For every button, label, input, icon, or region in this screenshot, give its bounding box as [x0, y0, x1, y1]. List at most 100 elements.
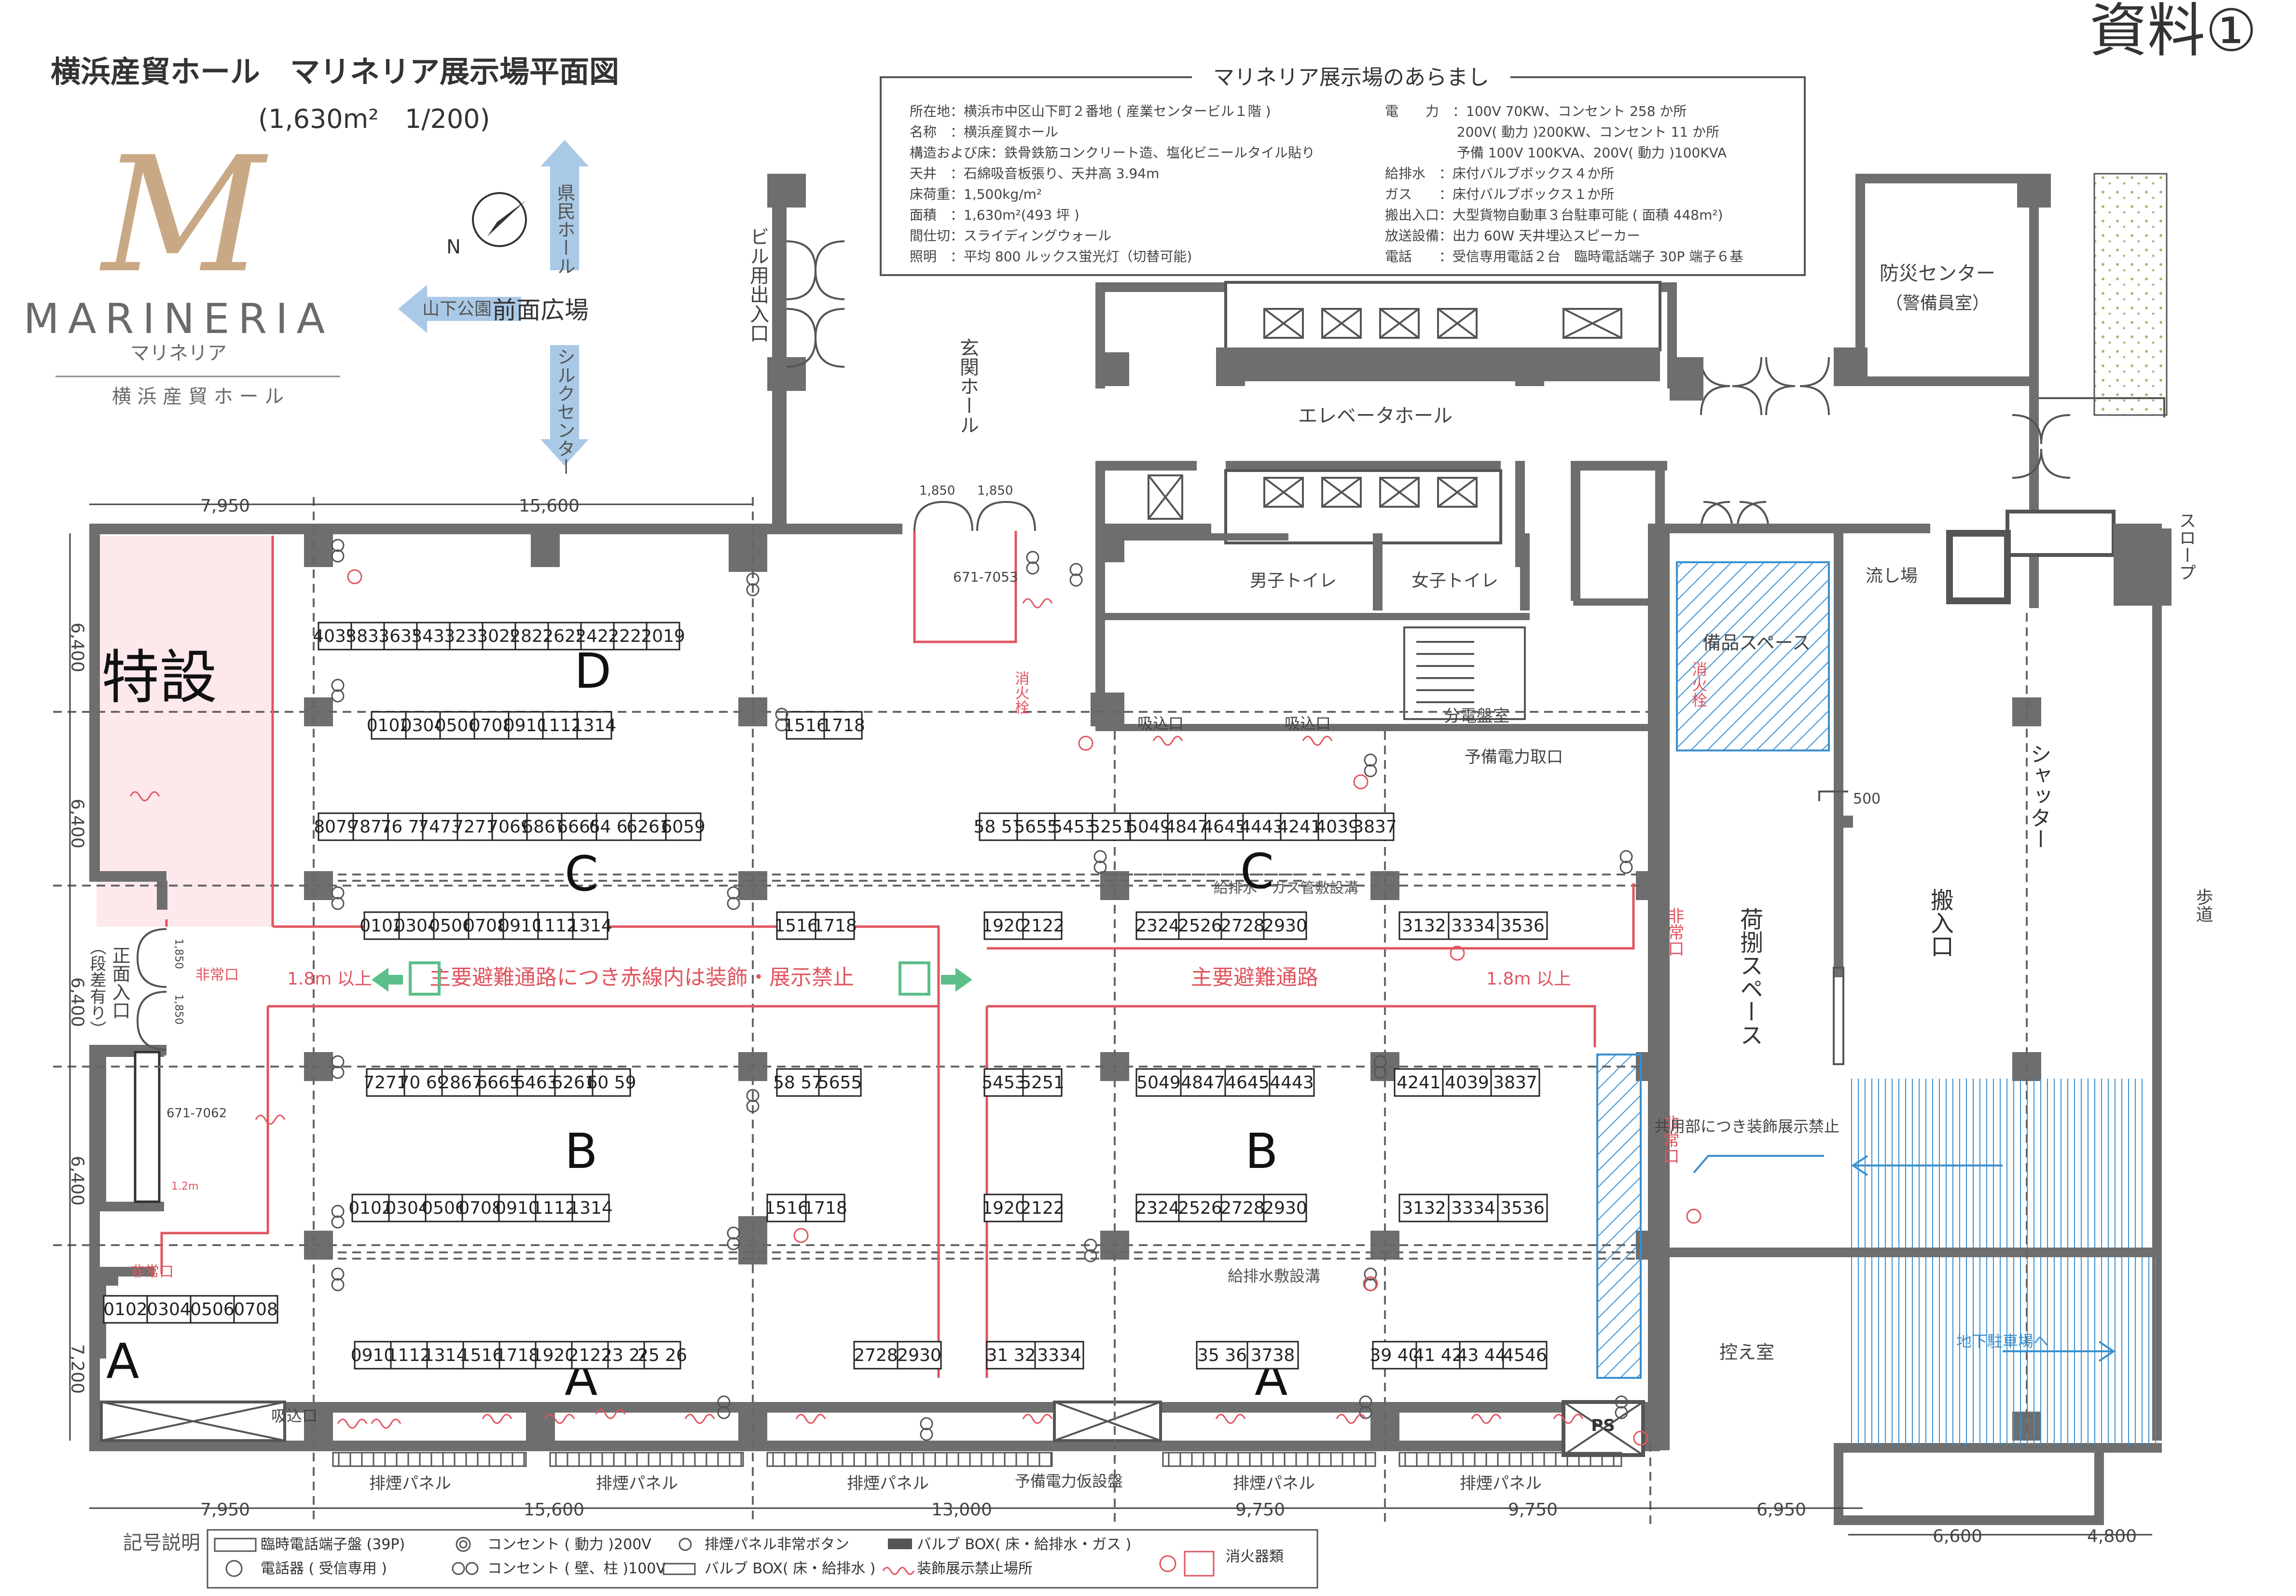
- svg-text:41 42: 41 42: [1413, 1346, 1463, 1365]
- booth: 4645: [1224, 1068, 1271, 1097]
- label-bunden-room: 吸込口: [1137, 714, 1184, 733]
- svg-text:2625: 2625: [542, 626, 587, 646]
- page-subtitle: (1,630m² 1/200): [258, 104, 490, 134]
- booth: 0910: [504, 711, 548, 740]
- booth: 1718: [496, 1341, 539, 1370]
- svg-text:3837: 3837: [346, 626, 390, 646]
- label-chika: 地下駐車場へ: [1956, 1332, 2049, 1350]
- booth: 2221: [608, 622, 652, 651]
- booth: 1718: [821, 711, 865, 740]
- label-womens-toilet: 女子トイレ: [1411, 571, 1498, 591]
- svg-text:3433: 3433: [411, 626, 456, 646]
- booth: 6665: [557, 812, 601, 841]
- booth: 0708: [458, 1194, 503, 1222]
- booth: 4443: [1240, 812, 1284, 841]
- label-hijo-4: 非常口: [1660, 1115, 1679, 1164]
- svg-text:B: B: [565, 1123, 598, 1180]
- label-haien-1: 排煙パネル: [369, 1474, 451, 1493]
- label-over-2: 1.8m 以上: [1486, 969, 1571, 989]
- label-genkan: 玄関ホール: [956, 338, 979, 434]
- svg-text:2423: 2423: [575, 626, 620, 646]
- booth: 3536: [1497, 1194, 1548, 1222]
- dimension-label: 7,950: [200, 496, 250, 516]
- booth: 4443: [1269, 1068, 1315, 1097]
- svg-text:58 57: 58 57: [973, 817, 1023, 837]
- booth: 58 57: [973, 812, 1024, 841]
- booth: 2324: [1135, 911, 1180, 940]
- booth: 0506: [429, 911, 473, 940]
- summary-right-line: 給排水 ：床付バルブボックス４か所: [1385, 166, 1614, 181]
- label-bosai: 防災センター: [1880, 263, 1995, 285]
- dimension-label: 4,800: [2087, 1527, 2137, 1546]
- svg-text:0304: 0304: [401, 716, 445, 736]
- svg-text:N: N: [446, 236, 461, 258]
- svg-text:C: C: [565, 846, 598, 902]
- booth: 0304: [146, 1295, 192, 1324]
- svg-text:0102: 0102: [360, 916, 404, 936]
- booth: 1516: [783, 711, 828, 740]
- svg-text:3837: 3837: [1353, 817, 1397, 837]
- booth: 1112: [538, 711, 582, 740]
- svg-text:23 24: 23 24: [601, 1346, 651, 1365]
- svg-text:4546: 4546: [1503, 1346, 1547, 1365]
- booth: 23 24: [601, 1341, 651, 1370]
- summary-left-line: 天井 ：石綿吸音板張り、天井高 3.94m: [910, 166, 1159, 181]
- booth: 2324: [1135, 1194, 1180, 1222]
- booth: 5049: [1127, 812, 1171, 841]
- label-hikae: 控え室: [1719, 1342, 1774, 1363]
- svg-text:58 57: 58 57: [773, 1073, 823, 1093]
- svg-text:0506: 0506: [190, 1300, 235, 1319]
- booth: 3837: [1490, 1068, 1540, 1097]
- booth: 1920: [982, 911, 1026, 940]
- svg-text:0506: 0506: [435, 716, 480, 736]
- booth: 5251: [1089, 812, 1134, 841]
- svg-text:1920: 1920: [532, 1346, 576, 1365]
- legend-item: 臨時電話端子盤 (39P): [261, 1536, 405, 1553]
- svg-text:A: A: [106, 1333, 139, 1389]
- booth: 35 36: [1196, 1341, 1248, 1370]
- booth: 2122: [568, 1341, 612, 1370]
- booth: 4847: [1164, 812, 1209, 841]
- svg-text:76 75: 76 75: [380, 817, 430, 837]
- booth: 3334: [1448, 1194, 1499, 1222]
- svg-text:3231: 3231: [444, 626, 488, 646]
- svg-text:2122: 2122: [1020, 916, 1065, 936]
- svg-text:3132: 3132: [1402, 1198, 1446, 1218]
- label-kyoyo: 共用部につき装飾展示禁止: [1654, 1117, 1840, 1136]
- label-d500: 500: [1853, 791, 1881, 807]
- label-kyunyu-2: 吸込口: [1285, 714, 1331, 733]
- label-nimotsu: 荷捌スペース: [1736, 907, 1763, 1046]
- summary-left-line: 床荷重：1,500kg/m²: [910, 186, 1042, 202]
- summary-right-line: 200V( 動力 )200KW、コンセント 11 か所: [1385, 124, 1719, 140]
- booth: 2019: [641, 622, 685, 651]
- svg-text:4039: 4039: [1315, 817, 1359, 837]
- svg-text:6261: 6261: [552, 1073, 596, 1093]
- label-over-1: 1.8m 以上: [287, 969, 372, 989]
- label-escape-right: 主要避難通路: [1191, 965, 1318, 990]
- svg-text:マリネリア: マリネリア: [130, 342, 227, 364]
- label-hijo-1: 非常口: [195, 967, 239, 984]
- svg-text:2728: 2728: [1220, 916, 1265, 936]
- booth: 4546: [1502, 1341, 1548, 1370]
- booth: 2728: [1220, 911, 1265, 940]
- label-d1850-c: 1,850: [173, 939, 185, 969]
- zone-letters: D C C B B A A A: [106, 643, 1287, 1406]
- booth: 6261: [552, 1068, 596, 1097]
- svg-text:5655: 5655: [1014, 817, 1058, 837]
- svg-text:31 32: 31 32: [986, 1346, 1036, 1365]
- booth: 0506: [435, 711, 480, 740]
- svg-text:1314: 1314: [568, 916, 612, 936]
- booth: 0708: [464, 911, 508, 940]
- booth: 25 26: [637, 1341, 687, 1370]
- booth: 2526: [1178, 911, 1222, 940]
- booth: 3029: [477, 622, 521, 651]
- dimension-label: 6,950: [1757, 1500, 1806, 1520]
- svg-text:2930: 2930: [1263, 1198, 1307, 1218]
- booth: 2728: [853, 1341, 899, 1370]
- svg-text:3029: 3029: [477, 626, 521, 646]
- label-d1850-b: 1,850: [977, 484, 1013, 498]
- svg-text:1112: 1112: [538, 716, 582, 736]
- booth: 1314: [568, 911, 612, 940]
- booth: 7877: [348, 812, 393, 841]
